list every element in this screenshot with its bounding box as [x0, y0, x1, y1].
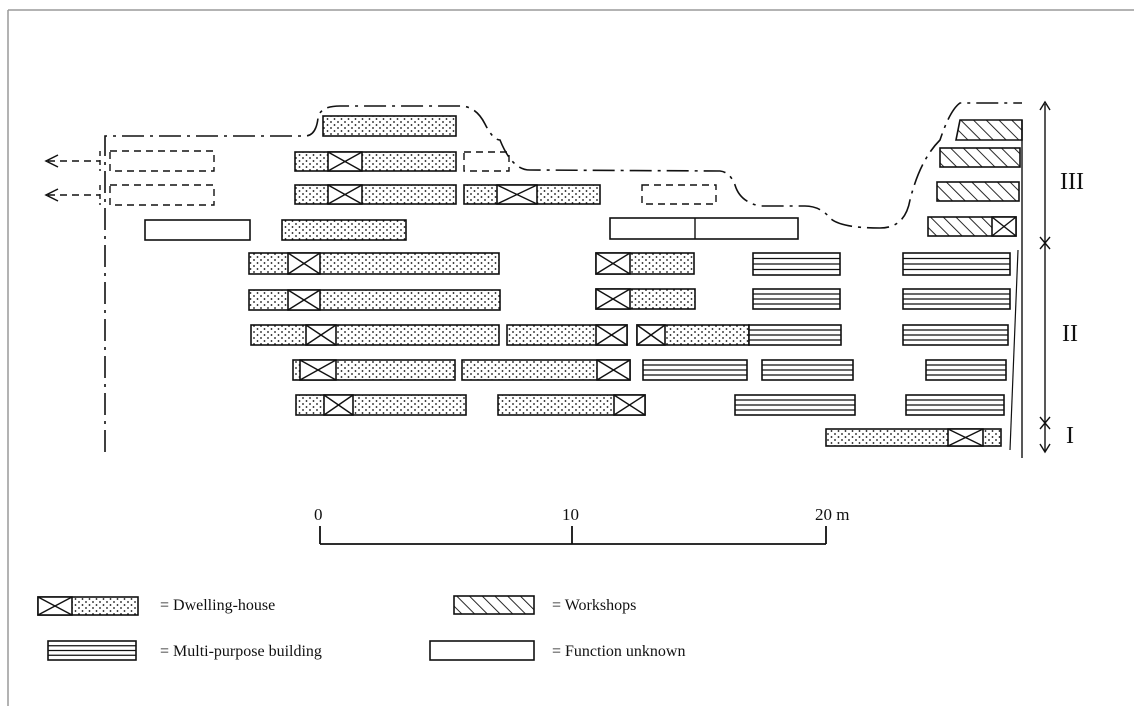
dwelling-house-outline	[281, 219, 407, 241]
dwelling-house-plan	[294, 184, 457, 205]
byre-room-cross	[323, 394, 354, 416]
legend-label-function-unknown: = Function unknown	[552, 643, 686, 660]
dwelling-house-outline	[250, 324, 500, 346]
conjectured-building-outline	[463, 151, 510, 172]
phase-axis-arrow-top	[1039, 100, 1051, 111]
dwelling-house-plan	[636, 324, 750, 346]
scale-tick-label-20: 20 m	[815, 505, 850, 524]
dwelling-house-outline	[294, 184, 457, 205]
multi-purpose-building-plan	[905, 394, 1005, 416]
multi-purpose-building-plan	[734, 394, 856, 416]
function-unknown-outline	[144, 219, 251, 241]
byre-room-cross	[595, 252, 631, 275]
workshop-plan	[939, 147, 1021, 168]
byre-room-cross	[287, 289, 321, 311]
building-plans	[109, 115, 1023, 447]
dwelling-house-plan	[461, 359, 631, 381]
multi-purpose-building-plan	[748, 324, 842, 346]
scale-tick-label-0: 0	[314, 505, 323, 524]
conjectured-building-outline	[109, 184, 215, 206]
dwelling-house-plan	[250, 324, 500, 346]
multi-purpose-building-plan	[752, 288, 841, 310]
function-unknown-plan	[144, 219, 251, 241]
westward-arrow-head	[44, 154, 59, 168]
byre-room-cross	[596, 359, 631, 381]
legend-keys	[37, 595, 535, 661]
scale-bar	[319, 526, 827, 545]
multi-purpose-building-plan	[925, 359, 1007, 381]
westward-arrow-head	[44, 188, 59, 202]
dwelling-house-plan	[292, 359, 456, 381]
conjectured-building-outline	[109, 150, 215, 172]
legend-label-dwelling-house: = Dwelling-house	[160, 597, 276, 614]
dwelling-house-plan	[294, 151, 457, 172]
byre-room-cross	[287, 252, 321, 275]
dwelling-house-plan	[281, 219, 407, 241]
legend-swatch-multi-purpose	[47, 640, 137, 661]
multi-purpose-building-plan	[642, 359, 748, 381]
byre-room-cross	[37, 596, 73, 616]
workshop-plan	[936, 181, 1020, 202]
function-unknown-outline	[609, 217, 799, 240]
dwelling-house-outline	[295, 394, 467, 416]
conjectured-building-outline	[641, 184, 717, 205]
workshop-plan	[927, 216, 1017, 237]
dwelling-house-plan	[248, 289, 501, 311]
dwelling-house-outline	[248, 252, 500, 275]
legend-label-multi-purpose: = Multi-purpose building	[160, 643, 322, 660]
phase-divider-tick	[1039, 236, 1051, 250]
multi-purpose-building-plan	[902, 252, 1011, 276]
phase-axis	[1039, 100, 1051, 454]
workshop-outline	[939, 147, 1021, 168]
legend-workshop-outline	[453, 595, 535, 615]
byre-room-cross	[595, 324, 628, 346]
byre-room-cross	[636, 324, 666, 346]
function-unknown-plan	[609, 217, 799, 240]
legend-unknown-outline	[429, 640, 535, 661]
byre-room-cross	[947, 428, 984, 447]
scale-tick-label-10: 10	[562, 505, 579, 524]
byre-room-cross	[305, 324, 337, 346]
multi-purpose-building-plan	[902, 324, 1009, 346]
byre-room-cross	[991, 216, 1017, 237]
legend-label-workshops: = Workshops	[552, 597, 637, 614]
legend-swatch-function-unknown	[429, 640, 535, 661]
dwelling-house-plan	[248, 252, 500, 275]
phase-label-iii: III	[1060, 169, 1084, 195]
workshop-plan-partial	[955, 119, 1023, 141]
dwelling-house-outline	[322, 115, 457, 137]
dwelling-house-plan	[497, 394, 646, 416]
phase-iii-boundary	[104, 102, 1022, 452]
phase-axis-arrow-bottom	[1039, 443, 1051, 454]
byre-room-cross	[496, 184, 538, 205]
dwelling-house-plan	[322, 115, 457, 137]
legend-swatch-workshops	[453, 595, 535, 615]
dwelling-house-plan	[825, 428, 1002, 447]
dwelling-house-plan	[463, 184, 601, 205]
dwelling-house-outline	[248, 289, 501, 311]
dwelling-house-plan	[595, 288, 696, 310]
dwelling-house-plan	[506, 324, 628, 346]
phase-divider-tick	[1039, 416, 1051, 430]
dwelling-house-outline	[294, 151, 457, 172]
phase-label-ii: II	[1062, 321, 1078, 347]
byre-room-cross	[299, 359, 337, 381]
multi-purpose-building-plan	[902, 288, 1011, 310]
dwelling-house-plan	[595, 252, 695, 275]
multi-purpose-building-plan	[752, 252, 841, 276]
workshop-outline	[936, 181, 1020, 202]
byre-room-cross	[327, 184, 363, 205]
byre-room-cross	[327, 151, 363, 172]
multi-purpose-building-plan	[761, 359, 854, 381]
legend-swatch-dwelling-house	[37, 596, 139, 616]
byre-room-cross	[595, 288, 631, 310]
byre-room-cross	[613, 394, 646, 416]
phase-boundary-lines	[44, 102, 1023, 458]
phase-label-i: I	[1066, 423, 1074, 449]
east-edge-line-inner	[1009, 249, 1019, 451]
dwelling-house-plan	[295, 394, 467, 416]
